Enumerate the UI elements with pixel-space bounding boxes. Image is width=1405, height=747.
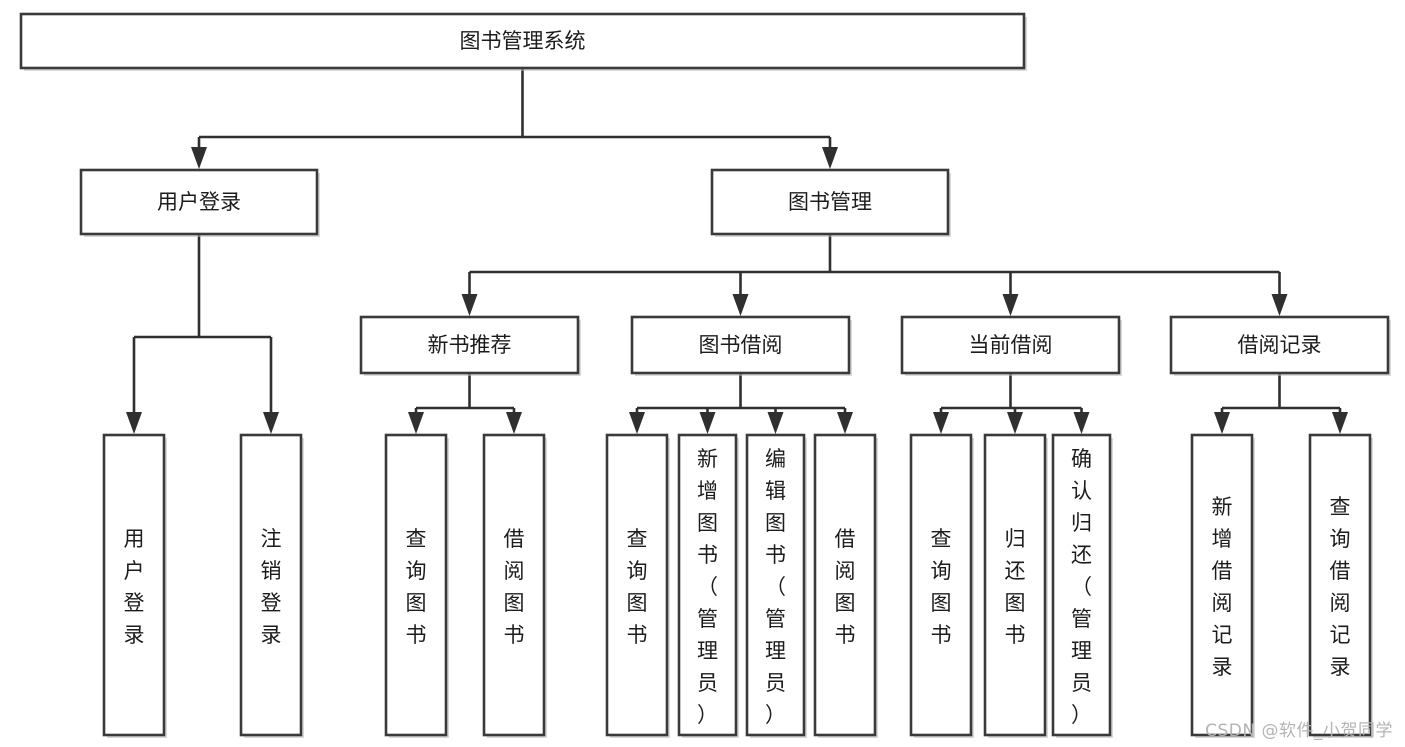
node-op-user-logout[interactable]: 注销登录 <box>239 433 304 738</box>
node-current-borrow[interactable]: 当前借阅 <box>900 315 1122 376</box>
node-box[interactable] <box>710 168 950 236</box>
node-op-query-book-rec[interactable]: 查询图书 <box>384 433 449 738</box>
node-box[interactable] <box>1169 315 1390 375</box>
connector-group <box>408 373 522 434</box>
node-label: 注销登录 <box>261 527 282 647</box>
arrow-head-icon <box>837 412 853 434</box>
node-box[interactable] <box>384 433 448 737</box>
arrow-head-icon <box>461 294 478 316</box>
node-box[interactable] <box>239 433 303 737</box>
node-box[interactable] <box>900 315 1121 375</box>
node-box[interactable] <box>909 433 973 737</box>
node-box[interactable] <box>102 433 166 737</box>
node-box[interactable] <box>1051 433 1112 737</box>
node-book-manage[interactable]: 图书管理 <box>710 168 951 237</box>
connector-group <box>1214 373 1348 434</box>
arrow-head-icon <box>1214 412 1230 434</box>
node-box[interactable] <box>605 433 669 737</box>
arrow-head-icon <box>408 412 424 434</box>
node-box[interactable] <box>630 315 851 375</box>
node-op-return-book[interactable]: 归还图书 <box>983 433 1048 738</box>
node-borrow-record[interactable]: 借阅记录 <box>1169 315 1391 376</box>
node-box[interactable] <box>359 315 580 375</box>
arrow-head-icon <box>506 412 522 434</box>
node-label: 归还图书 <box>1005 527 1026 647</box>
arrow-head-icon <box>699 412 716 434</box>
node-label: 当前借阅 <box>969 333 1053 357</box>
node-label: 图书管理系统 <box>460 29 586 53</box>
node-op-edit-book[interactable]: 编辑图书（管理员） <box>745 433 807 738</box>
node-layer: 图书管理系统用户登录图书管理新书推荐图书借阅当前借阅借阅记录用户登录注销登录查询… <box>19 12 1391 738</box>
arrow-head-icon <box>822 147 838 169</box>
node-label: 编辑图书（管理员） <box>765 447 786 727</box>
node-root[interactable]: 图书管理系统 <box>19 12 1027 71</box>
node-label: 查询借阅记录 <box>1330 495 1351 679</box>
node-label: 用户登录 <box>157 190 241 214</box>
node-box[interactable] <box>813 433 877 737</box>
node-label: 确认归还（管理员） <box>1071 447 1092 727</box>
node-user-login[interactable]: 用户登录 <box>79 168 320 237</box>
watermark-text: CSDN @软件_小贺同学 <box>1205 721 1393 741</box>
node-label: 查询图书 <box>406 527 427 647</box>
connector-group <box>126 234 279 434</box>
arrow-head-icon <box>1271 294 1288 316</box>
node-op-borrow-book-rec[interactable]: 借阅图书 <box>482 433 547 738</box>
arrow-head-icon <box>1007 412 1023 434</box>
arrow-head-icon <box>1002 294 1019 316</box>
node-box[interactable] <box>19 12 1026 70</box>
arrow-head-icon <box>732 294 749 316</box>
node-box[interactable] <box>1190 433 1254 737</box>
node-book-borrow[interactable]: 图书借阅 <box>630 315 852 376</box>
node-op-confirm-return[interactable]: 确认归还（管理员） <box>1051 433 1113 738</box>
node-box[interactable] <box>745 433 806 737</box>
node-op-add-record[interactable]: 新增借阅记录 <box>1190 433 1255 738</box>
node-box[interactable] <box>983 433 1047 737</box>
connector-group <box>191 68 838 169</box>
node-label: 新增借阅记录 <box>1212 495 1233 679</box>
node-box[interactable] <box>1308 433 1372 737</box>
node-op-user-login[interactable]: 用户登录 <box>102 433 167 738</box>
node-label: 查询图书 <box>627 527 648 647</box>
arrow-head-icon <box>1073 412 1090 434</box>
node-box[interactable] <box>79 168 319 236</box>
connector-layer <box>126 68 1348 434</box>
node-box[interactable] <box>482 433 546 737</box>
node-label: 图书借阅 <box>699 333 783 357</box>
connector-group <box>629 373 853 434</box>
node-box[interactable] <box>677 433 738 737</box>
arrow-head-icon <box>767 412 784 434</box>
arrow-head-icon <box>933 412 949 434</box>
arrow-head-icon <box>191 147 207 169</box>
node-label: 借阅记录 <box>1238 333 1322 357</box>
node-op-add-book[interactable]: 新增图书（管理员） <box>677 433 739 738</box>
node-label: 用户登录 <box>124 527 145 647</box>
node-label: 新增图书（管理员） <box>697 447 718 727</box>
node-op-query-book-cur[interactable]: 查询图书 <box>909 433 974 738</box>
arrow-head-icon <box>126 412 142 434</box>
arrow-head-icon <box>629 412 645 434</box>
node-op-borrow-book[interactable]: 借阅图书 <box>813 433 878 738</box>
node-label: 借阅图书 <box>504 527 525 647</box>
arrow-head-icon <box>1332 412 1348 434</box>
connector-group <box>933 373 1090 434</box>
connector-group <box>461 234 1288 316</box>
arrow-head-icon <box>263 412 279 434</box>
node-label: 图书管理 <box>788 190 872 214</box>
node-new-book-rec[interactable]: 新书推荐 <box>359 315 581 376</box>
node-label: 借阅图书 <box>835 527 856 647</box>
node-op-query-book[interactable]: 查询图书 <box>605 433 670 738</box>
node-label: 查询图书 <box>931 527 952 647</box>
node-op-query-record[interactable]: 查询借阅记录 <box>1308 433 1373 738</box>
node-label: 新书推荐 <box>428 333 512 357</box>
